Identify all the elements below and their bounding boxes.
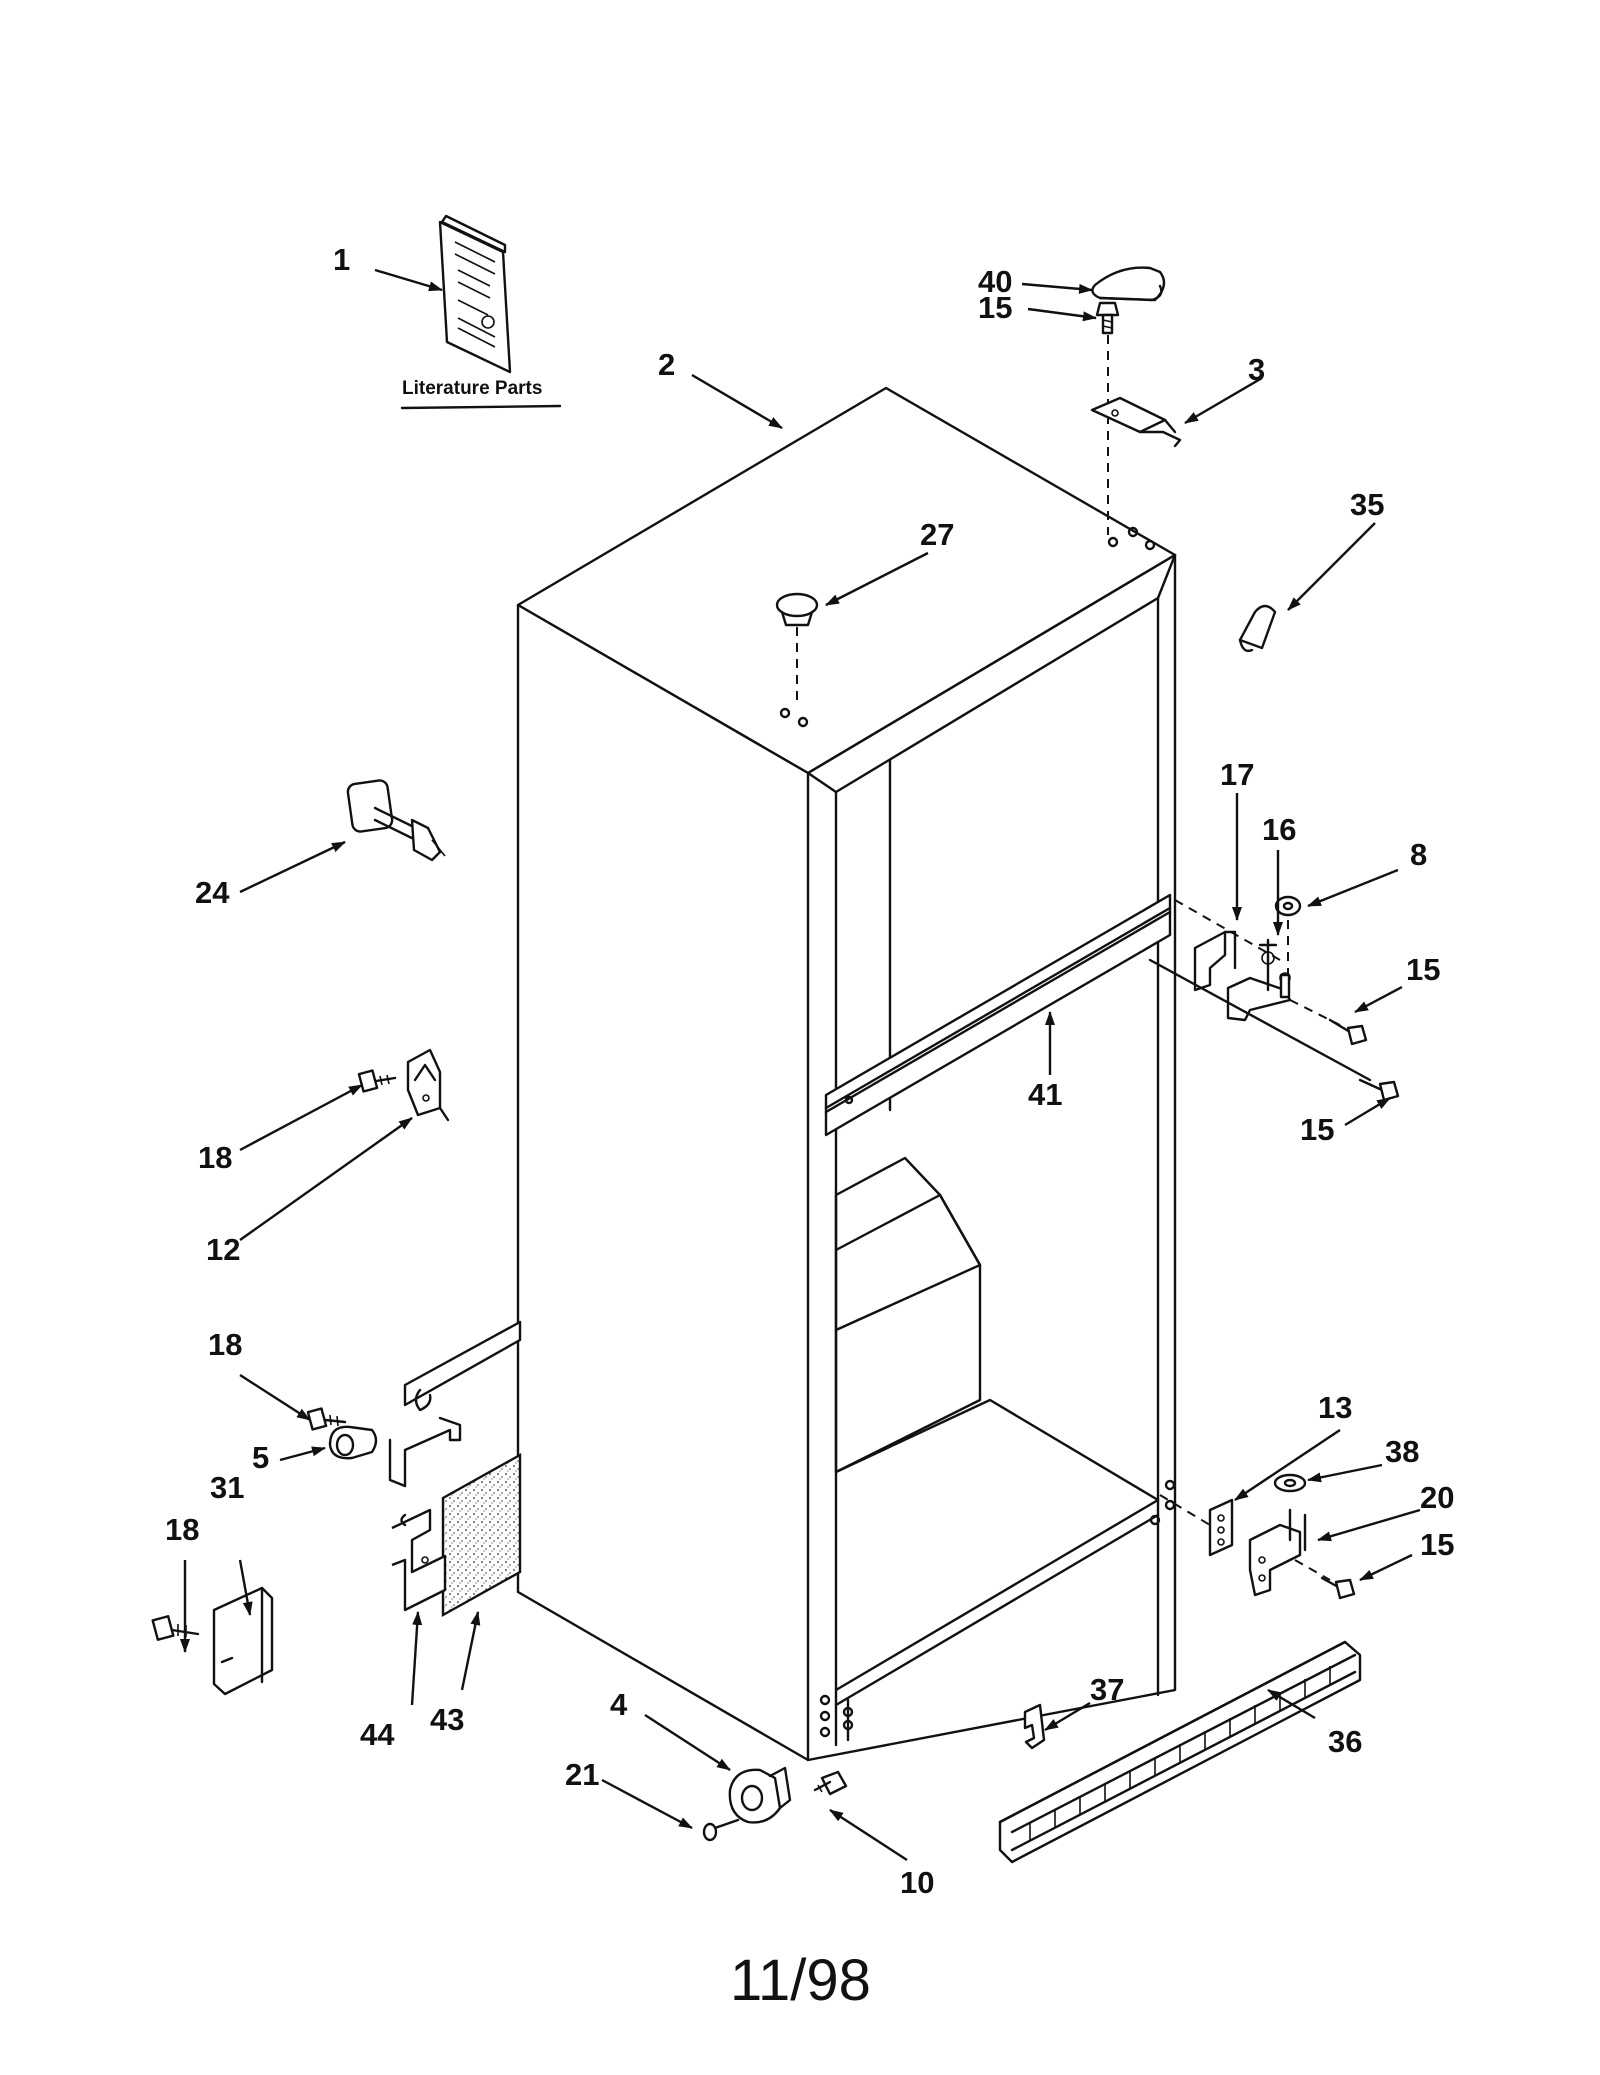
callout-41: 41: [1028, 1077, 1062, 1112]
callout-4: 4: [610, 1687, 628, 1722]
door-stop-screw: [357, 1069, 397, 1093]
center-hinge-screw-upper: [1328, 1018, 1368, 1046]
callout-44: 44: [360, 1717, 395, 1752]
divider-rail: [824, 893, 1172, 1137]
callout-31: 31: [210, 1470, 244, 1505]
mounting-bracket-upper: [388, 1320, 522, 1488]
insulation-pad: [441, 1452, 522, 1618]
leveling-leg: [728, 1766, 792, 1824]
bottom-hinge: [1248, 1508, 1307, 1597]
bottom-hinge-washer: [1273, 1473, 1307, 1493]
callout-2: 2: [658, 347, 675, 382]
roller-screw: [813, 1770, 848, 1796]
callout-12: 12: [206, 1232, 240, 1267]
callout-37: 37: [1090, 1672, 1124, 1707]
plug-button: [775, 592, 819, 627]
bottom-hinge-screw: [1320, 1576, 1356, 1600]
door-stop-bracket: [406, 1048, 450, 1122]
refrigerator-cabinet: [516, 386, 1177, 1762]
callout-15-bottom: 15: [1420, 1527, 1454, 1562]
literature-label-underline: [400, 404, 562, 410]
callout-27: 27: [920, 517, 954, 552]
callout-24: 24: [195, 875, 230, 910]
callout-13: 13: [1318, 1390, 1352, 1425]
center-hinge-screw-lower: [1358, 1078, 1400, 1102]
callout-36: 36: [1328, 1724, 1362, 1759]
bottom-hinge-screw-alignment: [1294, 1559, 1331, 1581]
leg-screw: [702, 1818, 740, 1842]
callout-10: 10: [900, 1865, 934, 1900]
callout-18-upper: 18: [198, 1140, 232, 1175]
top-hinge-cover: [1091, 266, 1166, 302]
top-hinge: [1090, 396, 1182, 448]
callout-15-top: 15: [978, 290, 1012, 325]
center-hinge: [1226, 938, 1292, 1022]
hinge-washer: [1274, 895, 1302, 917]
callout-35: 35: [1350, 487, 1384, 522]
callout-15-hinge-upper: 15: [1406, 952, 1440, 987]
callout-3: 3: [1248, 352, 1265, 387]
callout-5: 5: [252, 1440, 269, 1475]
grille-clip: [1023, 1703, 1046, 1750]
callout-20: 20: [1420, 1480, 1454, 1515]
date-code: 11/98: [730, 1948, 871, 2013]
top-hinge-screw: [1095, 301, 1120, 335]
callout-1: 1: [333, 242, 350, 277]
callout-18-middle: 18: [208, 1327, 242, 1362]
cable-clamp: [328, 1425, 378, 1460]
callout-17: 17: [1220, 757, 1254, 792]
callout-40: 40: [978, 264, 1012, 299]
callout-15-hinge-lower: 15: [1300, 1112, 1334, 1147]
callout-8: 8: [1410, 837, 1427, 872]
door-stop: [346, 779, 446, 862]
literature-booklet: [438, 214, 512, 374]
leader-arrows: [180, 268, 1421, 1862]
callout-38: 38: [1385, 1434, 1419, 1469]
middle-left-screw: [306, 1407, 347, 1431]
lower-left-screw: [151, 1615, 200, 1641]
hinge-screw-axis: [1148, 958, 1372, 1082]
hinge-pin-cover: [1238, 604, 1277, 653]
callout-18-lower: 18: [165, 1512, 199, 1547]
mounting-bracket-lower: [391, 1508, 447, 1612]
literature-parts-label: Literature Parts: [402, 378, 542, 399]
callout-numbers: 1 2 3 40 15 35 27 24 17 16 8 15 41 15 18…: [165, 242, 1454, 1900]
corner-cover: [212, 1586, 274, 1696]
callout-16: 16: [1262, 812, 1296, 847]
center-hinge-bracket: [1193, 930, 1237, 992]
callout-43: 43: [430, 1702, 464, 1737]
bottom-hinge-spacer: [1208, 1498, 1234, 1557]
callout-21: 21: [565, 1757, 599, 1792]
hinge-alignment-line: [1174, 899, 1281, 961]
bottom-hinge-alignment: [1159, 1494, 1211, 1526]
toe-grille: [998, 1640, 1362, 1864]
